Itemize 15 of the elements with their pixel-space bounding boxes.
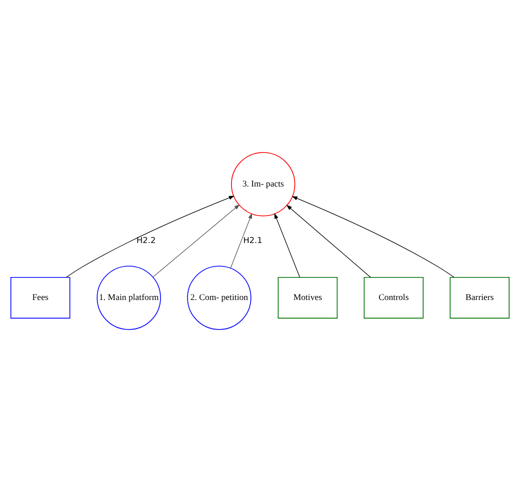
arrow bbox=[286, 204, 371, 278]
edge-label: H2.2 bbox=[136, 235, 156, 246]
node-box: Fees bbox=[10, 277, 70, 319]
arrow bbox=[230, 213, 252, 268]
node-circle: 1. Main platform bbox=[96, 266, 161, 330]
arrow bbox=[152, 204, 240, 278]
node-box: Controls bbox=[364, 277, 424, 319]
node-box: Motives bbox=[278, 277, 338, 319]
arrow bbox=[274, 213, 300, 278]
node-circle: 2. Com- petition bbox=[187, 266, 252, 330]
arrow bbox=[66, 196, 235, 278]
node-circle: 3. Im- pacts bbox=[231, 152, 296, 216]
arrow bbox=[292, 196, 454, 278]
edge-label: H2.1 bbox=[243, 235, 262, 246]
node-box: Barriers bbox=[450, 277, 510, 319]
